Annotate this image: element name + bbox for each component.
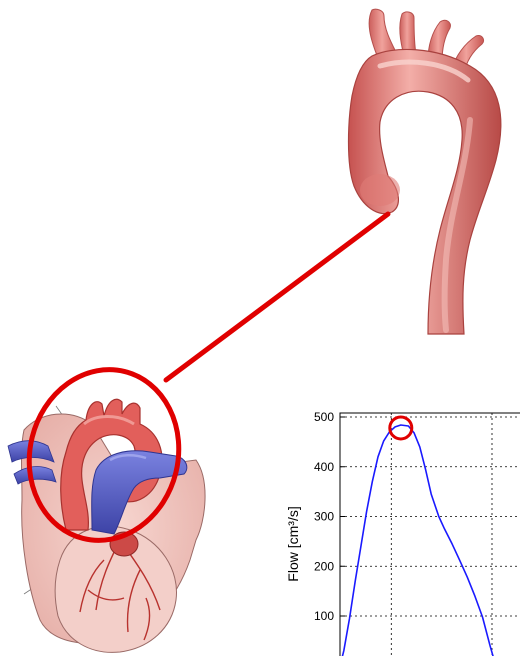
heart-illustration-icon: [8, 399, 205, 652]
y-tick-label: 500: [314, 410, 334, 424]
y-tick-label: 100: [314, 609, 334, 623]
y-tick-label: 300: [314, 510, 334, 524]
plot-area: [340, 413, 520, 656]
aorta-illustration-icon: [349, 9, 501, 334]
y-tick-label: 400: [314, 460, 334, 474]
flow-chart: 100 200 300 400 500 Flow [cm³/s]: [285, 410, 520, 656]
y-axis-label: Flow [cm³/s]: [285, 506, 301, 581]
connector-line: [166, 214, 388, 380]
y-tick-label: 200: [314, 559, 334, 573]
